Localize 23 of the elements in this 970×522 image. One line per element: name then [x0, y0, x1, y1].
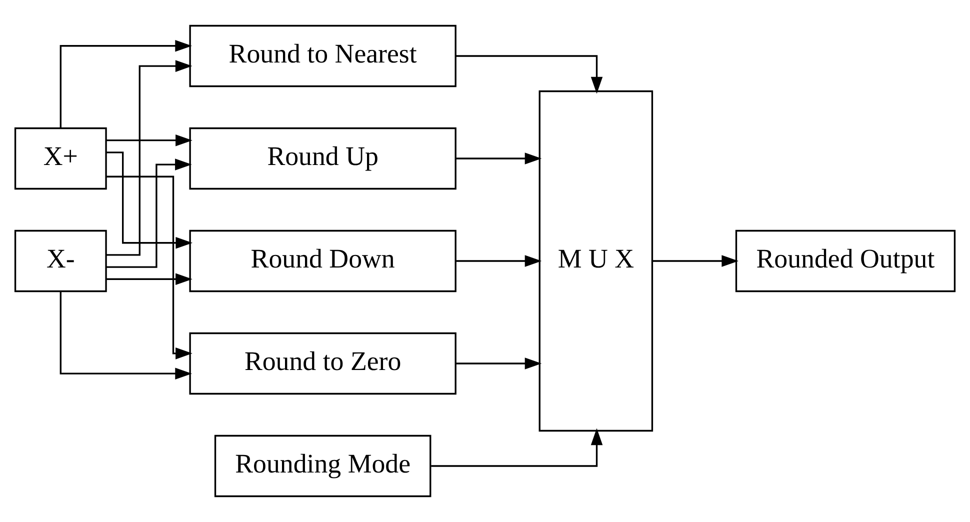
arrow — [652, 255, 738, 267]
node-box: M U X — [538, 90, 654, 432]
arrow — [106, 176, 192, 360]
node-box: X- — [14, 230, 107, 292]
node-box: Round Down — [189, 230, 456, 292]
arrow — [456, 358, 542, 370]
arrow — [60, 40, 192, 128]
arrow — [106, 152, 193, 249]
node-box: Round to Zero — [189, 332, 456, 395]
node-box: Rounded Output — [735, 230, 956, 292]
arrow — [456, 152, 542, 164]
node-box: Round Up — [189, 127, 456, 190]
node-box: X+ — [14, 127, 107, 190]
node-box: Rounding Mode — [214, 434, 432, 498]
arrow — [106, 158, 192, 268]
arrow — [106, 134, 192, 146]
arrow — [106, 60, 192, 256]
arrow — [456, 255, 542, 267]
node-box: Round to Nearest — [189, 24, 456, 88]
arrow — [106, 273, 192, 286]
arrow — [60, 292, 192, 380]
arrow — [431, 428, 603, 467]
arrow — [456, 55, 603, 94]
